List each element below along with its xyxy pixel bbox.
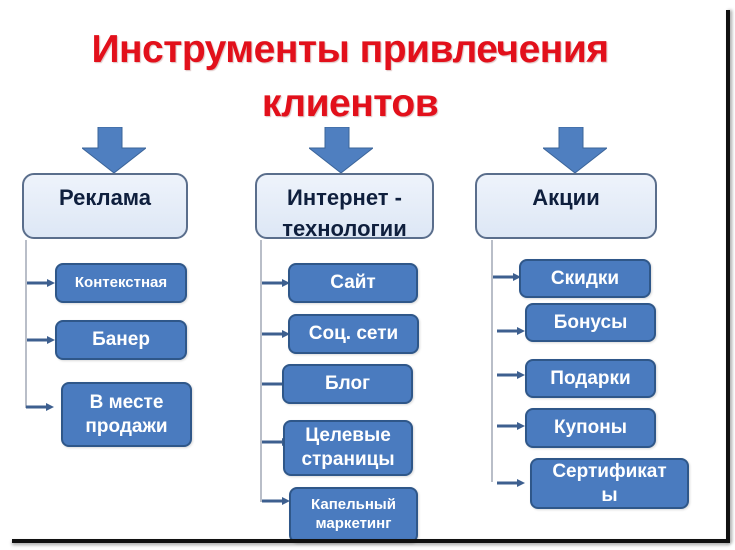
item-label: Сайт [330, 272, 376, 294]
down-arrow-icon [309, 127, 373, 173]
item-label-line-2: ы [601, 484, 618, 506]
down-arrow-icon [543, 127, 607, 173]
category-header-label-line-2: технологии [282, 216, 407, 241]
item-label: Подарки [550, 367, 631, 389]
item-label: Блог [325, 373, 370, 395]
item-label-line-2: страницы [301, 449, 395, 470]
right-arrow-icon [26, 402, 54, 412]
item-gifts: Подарки [525, 359, 656, 398]
item-blog: Блог [282, 364, 413, 404]
diagram-title-line-1: Инструменты привлечения [91, 28, 609, 71]
right-arrow-icon [262, 329, 290, 339]
category-header-label: Акции [532, 185, 600, 210]
item-label: Соц. сети [308, 323, 399, 345]
item-label-line-2: продажи [85, 415, 168, 437]
item-website: Сайт [288, 263, 418, 303]
item-certificates: Сертификат ы [530, 458, 689, 509]
right-arrow-icon [497, 421, 525, 431]
right-arrow-icon [262, 496, 290, 506]
item-label: Банер [92, 329, 150, 351]
frame-shadow-right [726, 10, 730, 543]
item-label: Скидки [550, 267, 620, 289]
item-bonuses: Бонусы [525, 303, 656, 342]
connector-line [260, 240, 262, 502]
item-drip-marketing: Капельный маркетинг [289, 487, 418, 543]
category-header-promotions: Акции [475, 173, 657, 239]
item-coupons: Купоны [525, 408, 656, 448]
item-label: Контекстная [74, 273, 168, 291]
item-label-line-2: маркетинг [315, 515, 392, 532]
item-social-networks: Соц. сети [288, 314, 419, 354]
frame-shadow-bottom [12, 539, 730, 543]
right-arrow-icon [262, 278, 290, 288]
right-arrow-icon [497, 478, 525, 488]
item-label-line-1: В месте [89, 391, 164, 413]
item-label-line-1: Капельный [311, 496, 396, 514]
right-arrow-icon [493, 272, 521, 282]
right-arrow-icon [497, 370, 525, 380]
connector-line [491, 240, 493, 482]
item-label-line-1: Сертификат [552, 460, 667, 482]
item-discounts: Скидки [519, 259, 651, 298]
item-banner: Банер [55, 320, 187, 360]
connector-line [25, 240, 27, 408]
down-arrow-icon [82, 127, 146, 173]
item-contextual: Контекстная [55, 263, 187, 303]
diagram-title-line-2: клиентов [261, 82, 439, 125]
right-arrow-icon [27, 278, 55, 288]
category-header-label-line-1: Интернет - [287, 185, 402, 210]
category-header-internet-technologies: Интернет - технологии [255, 173, 434, 241]
item-point-of-sale: В месте продажи [61, 382, 192, 447]
item-label: Купоны [554, 417, 627, 439]
right-arrow-icon [497, 326, 525, 336]
category-header-advertising: Реклама [22, 173, 188, 239]
item-label-line-1: Целевые [305, 425, 391, 447]
item-landing-pages: Целевые страницы [283, 420, 413, 476]
category-header-label: Реклама [58, 185, 152, 210]
right-arrow-icon [27, 335, 55, 345]
item-label: Бонусы [553, 311, 628, 333]
